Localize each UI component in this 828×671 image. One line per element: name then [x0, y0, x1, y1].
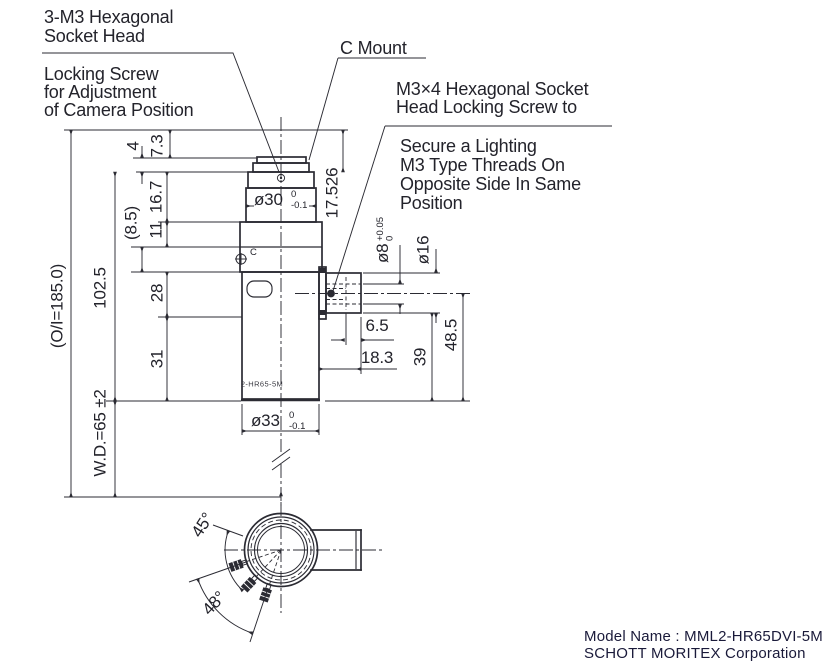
dim-48-5: 48.5	[442, 319, 461, 351]
arc-48	[195, 577, 254, 636]
radial-dashed-screw3	[268, 549, 282, 587]
dim-dia33-main: ø33	[251, 411, 280, 430]
c-mount-lip	[256, 156, 307, 164]
dim-39: 39	[411, 348, 430, 367]
dim-dia30-lower-tol: -0.1	[291, 200, 307, 211]
dim-dia8-main: ø8	[373, 244, 392, 263]
dim-dia16: ø16	[414, 236, 433, 265]
dim-28: 28	[148, 284, 167, 303]
dim-6-5: 6.5	[365, 316, 388, 335]
dim-dia30-upper-tol: 0	[291, 189, 296, 200]
port-screw-dot	[327, 289, 335, 298]
bottom-inner-circle	[257, 526, 305, 574]
break-symbol-line1	[271, 448, 291, 463]
dim-dia8-lower-tol: 0	[385, 236, 396, 241]
footer-model-name: Model Name : MML2-HR65DVI-5M	[584, 628, 823, 645]
port-flange-mark-top	[319, 268, 326, 273]
dim-overall: (O/I=185.0)	[48, 264, 67, 348]
radial-48-boundary-lower	[249, 587, 269, 643]
callout-socket-head-line1: 3-M3 Hexagonal	[44, 7, 173, 27]
dim-dia8-upper-tol: +0.05	[375, 217, 386, 241]
bottom-ring-circle	[247, 516, 315, 584]
body-slot	[246, 280, 273, 298]
port-flange-mark-bottom	[319, 310, 326, 315]
callout-locking-screw-line3: of Camera Position	[44, 100, 193, 120]
callout-locking-screw-line1: Locking Screw	[44, 64, 160, 84]
dim-angle-48: 48°	[198, 588, 229, 619]
dimension-lines	[69, 129, 465, 498]
callout-secure-line4: Position	[400, 193, 462, 213]
dim-dia30-main: ø30	[254, 190, 283, 209]
dim-8-5: (8.5)	[122, 206, 141, 240]
body-marking-text: 2-HR65-5M	[241, 380, 283, 389]
leader-locking-screw	[42, 52, 280, 173]
dim-dia33-upper-tol: 0	[289, 410, 294, 421]
leader-c-mount	[308, 57, 339, 161]
callout-labels: 3-M3 Hexagonal Socket Head Locking Screw…	[44, 7, 589, 213]
callout-secure-line2: M3 Type Threads On	[400, 155, 565, 175]
side-port	[318, 266, 362, 320]
leader-m3x4	[332, 125, 386, 292]
set-screw-2-knurl	[240, 576, 257, 593]
dimension-labels: (O/I=185.0) 102.5 W.D.=65 ±2 4 7.3 16.7 …	[48, 134, 461, 476]
dim-7-3: 7.3	[148, 134, 167, 157]
bottom-outer-circle	[243, 512, 319, 588]
break-symbol-line2	[271, 456, 291, 471]
callout-c-mount: C Mount	[340, 38, 407, 58]
footer-company: SCHOTT MORITEX Corporation	[584, 645, 806, 662]
dim-angle-45: 45°	[188, 509, 218, 540]
locking-screw-dot	[276, 173, 286, 183]
port-body	[325, 272, 362, 314]
callout-socket-head-line2: Socket Head	[44, 26, 145, 46]
locking-screw-center	[279, 176, 283, 180]
bottom-bore-circle	[253, 522, 309, 578]
dim-dia33-lower-tol: -0.1	[289, 421, 305, 432]
dim-dia8-group: ø8 +0.05 0	[373, 217, 396, 263]
dim-4: 4	[124, 141, 143, 150]
footer: Model Name : MML2-HR65DVI-5M SCHOTT MORI…	[584, 628, 823, 662]
callout-secure-line3: Opposite Side In Same	[400, 174, 581, 194]
callout-m3x4-line2: Head Locking Screw to	[396, 97, 577, 117]
datum-letter: C	[250, 247, 257, 258]
dim-11: 11	[147, 221, 166, 238]
dim-working-distance: W.D.=65 ±2	[91, 389, 110, 476]
dim-31: 31	[148, 350, 167, 369]
dim-17-526: 17.526	[323, 168, 342, 219]
leader-lines	[42, 52, 612, 292]
radial-45-boundary	[212, 524, 244, 537]
bottom-thread-circle	[250, 519, 312, 581]
dim-16-7: 16.7	[147, 181, 166, 213]
callout-secure-line1: Secure a Lighting	[400, 136, 537, 156]
callout-m3x4-line1: M3×4 Hexagonal Socket	[396, 79, 589, 99]
dim-102-5: 102.5	[91, 267, 110, 309]
callout-locking-screw-line2: for Adjustment	[44, 82, 156, 102]
dim-18-3: 18.3	[361, 348, 393, 367]
bottom-view: 45° 48°	[188, 509, 362, 643]
